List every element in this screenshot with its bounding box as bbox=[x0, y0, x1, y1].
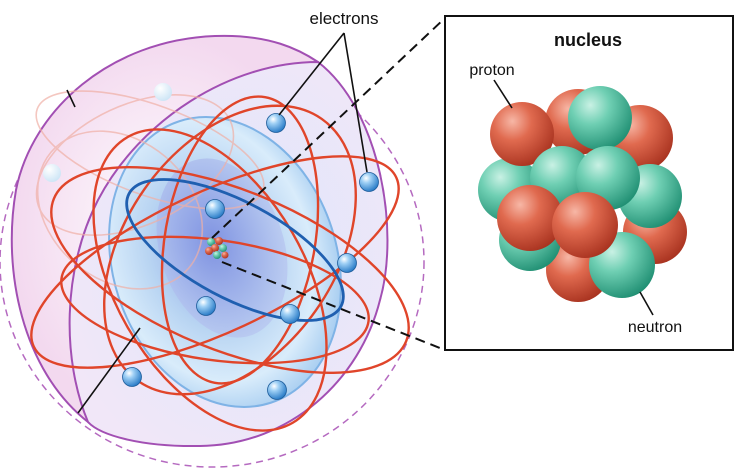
electrons-label: electrons bbox=[310, 9, 379, 28]
atom-boundary-dashed bbox=[0, 56, 425, 468]
proton-label: proton bbox=[469, 62, 514, 79]
nucleus-particles bbox=[478, 86, 687, 302]
proton-sphere-icon bbox=[552, 192, 618, 258]
electron-sphere-icon bbox=[266, 113, 286, 133]
neutron-sphere-icon bbox=[568, 86, 632, 150]
neutron-label: neutron bbox=[628, 319, 682, 336]
electron-sphere-icon bbox=[122, 367, 142, 387]
proton-sphere-icon bbox=[497, 185, 563, 251]
electron-sphere-icon bbox=[337, 253, 357, 273]
electron-sphere-icon bbox=[196, 296, 216, 316]
blue-orbit bbox=[125, 178, 345, 322]
electrons bbox=[122, 113, 379, 400]
nucleus-inset: nucleus proton neutron bbox=[444, 15, 734, 351]
electron-sphere-icon bbox=[154, 83, 172, 101]
zoom-lines bbox=[211, 17, 446, 351]
atom-nucleus-small bbox=[205, 237, 229, 259]
electron-sphere-icon bbox=[280, 304, 300, 324]
nucleus-title: nucleus bbox=[554, 30, 622, 50]
electron-sphere-icon bbox=[43, 164, 61, 182]
electron-sphere-icon bbox=[267, 380, 287, 400]
nucleus-leader-lines bbox=[493, 79, 654, 316]
electron-sphere-icon bbox=[205, 199, 225, 219]
electron-sphere-icon bbox=[359, 172, 379, 192]
proton-sphere-icon bbox=[490, 102, 554, 166]
